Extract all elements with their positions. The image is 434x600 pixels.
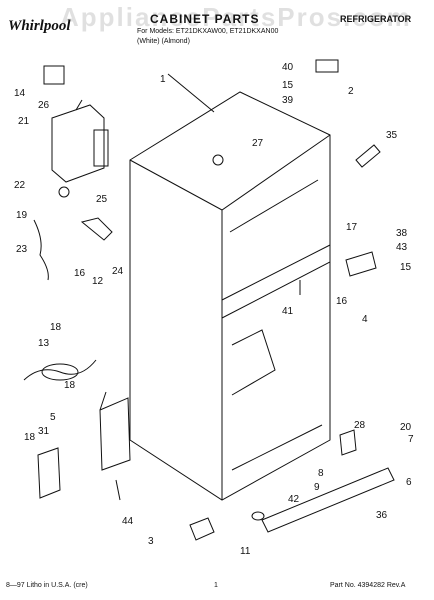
callout-18: 18: [64, 380, 76, 391]
callout-9: 9: [314, 482, 320, 493]
part-3-caster: [189, 517, 215, 541]
callout-16: 16: [74, 268, 86, 279]
callout-6: 6: [406, 477, 412, 488]
part-42-clip: [251, 511, 265, 521]
callout-19: 19: [16, 210, 28, 221]
callout-38: 38: [396, 228, 408, 239]
callout-11: 11: [240, 546, 251, 557]
model-line-1: For Models: ET21DKXAW00, ET21DKXAN00: [137, 28, 279, 35]
callout-28: 28: [354, 420, 366, 431]
part-27-grommet: [212, 154, 224, 166]
footer-part-number: Part No. 4394282 Rev.A: [330, 582, 406, 589]
watermark: AppliancePartsPros.com: [60, 2, 412, 32]
page-title: CABINET PARTS: [150, 12, 260, 26]
part-24-thermostat: [80, 217, 113, 241]
callout-4: 4: [362, 314, 368, 325]
callout-25: 25: [96, 194, 108, 205]
interior-floor: [231, 424, 323, 471]
footer-litho: 8—97 Litho in U.S.A. (cre): [6, 582, 88, 589]
callout-40: 40: [282, 62, 294, 73]
part-35-plug: [355, 144, 381, 168]
callout-44: 44: [122, 516, 134, 527]
callout-13: 13: [38, 338, 50, 349]
callout-16: 16: [336, 296, 348, 307]
footer-page-number: 1: [214, 582, 218, 589]
callout-36: 36: [376, 510, 388, 521]
part-44-bracket: [99, 397, 131, 471]
part-16-hinge: [345, 251, 377, 277]
part-23-wire: [33, 219, 49, 281]
model-line-2: (White) (Almond): [137, 38, 190, 45]
callout-21: 21: [18, 116, 30, 127]
callout-27: 27: [252, 138, 264, 149]
part-25-control-box: [51, 104, 105, 183]
cabinet-top-edge: [129, 134, 331, 211]
callout-18: 18: [24, 432, 36, 443]
part-31-panel: [37, 447, 61, 499]
part-25-strip: [93, 129, 109, 167]
callout-39: 39: [282, 95, 294, 106]
callout-15: 15: [282, 80, 294, 91]
callout-23: 23: [16, 244, 28, 255]
callout-18: 18: [50, 322, 62, 333]
callout-17: 17: [346, 222, 358, 233]
interior-top: [229, 179, 319, 233]
divider-rail: [221, 244, 331, 319]
callout-26: 26: [38, 100, 50, 111]
callout-1: 1: [160, 74, 166, 85]
callout-8: 8: [318, 468, 324, 479]
callout-43: 43: [396, 242, 408, 253]
part-14-relay: [43, 65, 65, 85]
category-label: REFRIGERATOR: [340, 14, 412, 24]
callout-3: 3: [148, 536, 154, 547]
part-13-cord-coil: [41, 363, 79, 381]
callout-31: 31: [38, 426, 50, 437]
part-28-bracket: [339, 429, 357, 456]
callout-15: 15: [400, 262, 412, 273]
part-13-power-cord: [23, 359, 97, 381]
callout-35: 35: [386, 130, 398, 141]
part-40-cover: [315, 59, 339, 73]
callout-42: 42: [288, 494, 300, 505]
callout-24: 24: [112, 266, 124, 277]
callout-14: 14: [14, 88, 26, 99]
callout-7: 7: [408, 434, 414, 445]
interior-bottom: [231, 329, 276, 396]
callout-20: 20: [400, 422, 412, 433]
model-list: For Models: ET21DKXAW00, ET21DKXAN00 (Wh…: [137, 27, 278, 47]
callout-5: 5: [50, 412, 56, 423]
callout-2: 2: [348, 86, 354, 97]
part-36-grille: [261, 467, 395, 533]
part-19-knob: [58, 186, 70, 198]
callout-12: 12: [92, 276, 104, 287]
cabinet-outline: [129, 91, 331, 501]
brand-logo: Whirlpool: [8, 18, 71, 34]
callout-22: 22: [14, 180, 26, 191]
callout-41: 41: [282, 306, 294, 317]
